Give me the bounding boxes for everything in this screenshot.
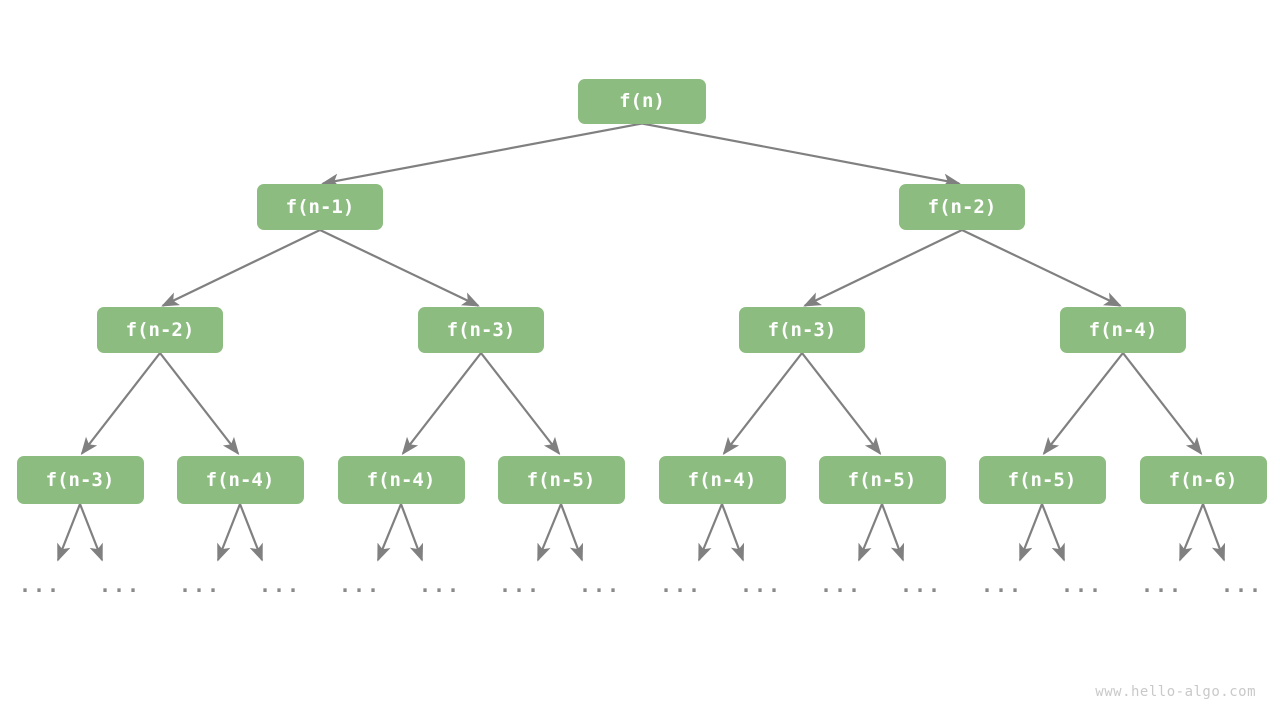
edge-n1-to-n3 bbox=[161, 229, 321, 307]
watermark: www.hello-algo.com bbox=[1095, 684, 1256, 700]
ellipsis-8: ... bbox=[659, 573, 703, 597]
edge-n7-to-ellipsis-1 bbox=[78, 503, 104, 562]
ellipsis-6: ... bbox=[498, 573, 542, 597]
tree-node-n10: f(n-5) bbox=[497, 456, 625, 504]
tree-node-n14: f(n-6) bbox=[1139, 456, 1267, 504]
edge-n0-to-n1 bbox=[321, 122, 643, 188]
ellipsis-14: ... bbox=[1140, 573, 1184, 597]
edge-n9-to-ellipsis-4 bbox=[376, 503, 403, 562]
ellipsis-7: ... bbox=[578, 573, 622, 597]
ellipsis-11: ... bbox=[899, 573, 943, 597]
ellipsis-4: ... bbox=[338, 573, 382, 597]
tree-node-n12: f(n-5) bbox=[818, 456, 946, 504]
edge-n13-to-ellipsis-12 bbox=[1018, 503, 1044, 562]
tree-node-n4: f(n-3) bbox=[418, 307, 544, 353]
ellipsis-15: ... bbox=[1220, 573, 1264, 597]
ellipsis-3: ... bbox=[258, 573, 302, 597]
ellipsis-2: ... bbox=[178, 573, 222, 597]
tree-node-n3: f(n-2) bbox=[97, 307, 223, 353]
edge-n5-to-n11 bbox=[722, 352, 803, 456]
edge-n1-to-n4 bbox=[319, 229, 480, 307]
ellipsis-1: ... bbox=[98, 573, 142, 597]
edge-n9-to-ellipsis-5 bbox=[399, 503, 424, 562]
ellipsis-13: ... bbox=[1060, 573, 1104, 597]
ellipsis-5: ... bbox=[418, 573, 462, 597]
tree-node-n9: f(n-4) bbox=[337, 456, 465, 504]
edge-n14-to-ellipsis-14 bbox=[1178, 503, 1205, 562]
tree-node-n6: f(n-4) bbox=[1060, 307, 1186, 353]
edge-n2-to-n6 bbox=[961, 229, 1122, 307]
tree-edges bbox=[80, 122, 1203, 456]
ellipsis-0: ... bbox=[18, 573, 62, 597]
edge-n10-to-ellipsis-6 bbox=[536, 503, 563, 562]
edge-n3-to-n8 bbox=[159, 352, 240, 456]
edge-n12-to-ellipsis-10 bbox=[857, 503, 884, 562]
edge-n8-to-ellipsis-3 bbox=[238, 503, 264, 562]
edge-n6-to-n13 bbox=[1042, 352, 1124, 456]
edge-n13-to-ellipsis-13 bbox=[1040, 503, 1066, 562]
ellipsis-10: ... bbox=[819, 573, 863, 597]
tree-node-n1: f(n-1) bbox=[257, 184, 383, 230]
edge-n6-to-n14 bbox=[1122, 352, 1203, 456]
edge-n4-to-n10 bbox=[480, 352, 561, 456]
leaf-stub-edges bbox=[56, 503, 1226, 562]
tree-node-n5: f(n-3) bbox=[739, 307, 865, 353]
ellipsis-9: ... bbox=[739, 573, 783, 597]
edge-n11-to-ellipsis-9 bbox=[720, 503, 745, 562]
edge-n5-to-n12 bbox=[801, 352, 882, 456]
tree-node-n7: f(n-3) bbox=[16, 456, 144, 504]
edge-n3-to-n7 bbox=[80, 352, 161, 456]
edge-n4-to-n9 bbox=[401, 352, 482, 456]
edge-n11-to-ellipsis-8 bbox=[697, 503, 724, 562]
ellipsis-12: ... bbox=[980, 573, 1024, 597]
tree-node-n0: f(n) bbox=[578, 78, 706, 124]
edge-n7-to-ellipsis-0 bbox=[56, 503, 82, 562]
edge-n8-to-ellipsis-2 bbox=[216, 503, 242, 562]
tree-node-n8: f(n-4) bbox=[176, 456, 304, 504]
tree-node-n13: f(n-5) bbox=[978, 456, 1106, 504]
edge-n12-to-ellipsis-11 bbox=[880, 503, 905, 562]
edge-n0-to-n2 bbox=[641, 122, 961, 188]
edge-n10-to-ellipsis-7 bbox=[559, 503, 584, 562]
tree-node-n11: f(n-4) bbox=[658, 456, 786, 504]
edge-n14-to-ellipsis-15 bbox=[1201, 503, 1226, 562]
tree-node-n2: f(n-2) bbox=[899, 184, 1025, 230]
edge-n2-to-n5 bbox=[803, 229, 963, 307]
